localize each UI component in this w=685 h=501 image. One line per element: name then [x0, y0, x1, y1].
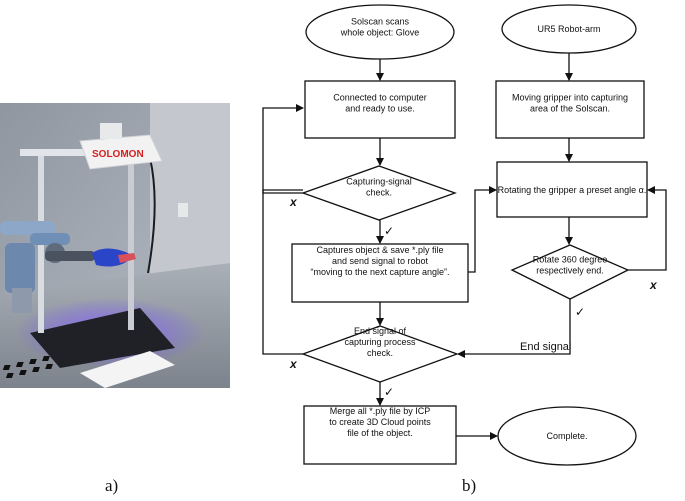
node-text-line: whole object: Glove — [340, 28, 420, 38]
node-rotating — [496, 161, 648, 218]
scanner-brand-label: SOLOMON — [92, 149, 144, 160]
wall-outlet — [178, 203, 188, 217]
label-check-rotate360: ✓ — [575, 305, 585, 319]
arrow-capture-to-rotating — [468, 186, 497, 273]
label-x-end-check: x — [289, 357, 298, 371]
frame-post-right — [128, 155, 134, 330]
node-text-line: Captures object & save *.ply file — [316, 245, 443, 255]
loop-endcheck-no — [262, 189, 303, 355]
scanner-head — [79, 134, 163, 170]
caption-a: a) — [105, 476, 119, 495]
node-text-line: Capturing-signal — [346, 177, 412, 187]
loop-rotate360-no — [628, 186, 667, 271]
node-text-line: area of the Solscan. — [530, 104, 610, 114]
node-moving — [495, 80, 645, 139]
scanner-mount — [100, 123, 122, 139]
caption-b: b) — [462, 476, 477, 495]
node-text-line: Merge all *.ply file by ICP — [330, 406, 431, 416]
node-text-line: and send signal to robot — [332, 256, 429, 266]
frame-top-beam — [20, 149, 145, 156]
node-text-line: Solscan scans — [351, 17, 410, 27]
node-text-line: Rotating the gripper a preset angle α. — [498, 185, 647, 195]
label-check-capture: ✓ — [384, 224, 394, 238]
label-x-rotate360: x — [649, 278, 658, 292]
node-text-line: Complete. — [546, 431, 587, 441]
node-complete — [497, 406, 637, 466]
node-text-line: and ready to use. — [345, 104, 415, 114]
node-merge — [303, 405, 457, 465]
node-text-line: check. — [366, 188, 392, 198]
node-capture-check — [301, 165, 457, 221]
text-complete: Complete. — [546, 431, 587, 441]
node-text-line: Connected to computer — [333, 93, 427, 103]
node-text-line: Rotate 360 degree — [533, 255, 608, 265]
node-connected — [304, 80, 456, 139]
node-text-line: End signal of — [354, 326, 407, 336]
checkerboard — [2, 351, 175, 388]
node-capture-save — [291, 243, 469, 303]
node-text-line: to create 3D Cloud points — [329, 417, 431, 427]
node-text-line: Moving gripper into capturing — [512, 93, 628, 103]
node-text-line: “moving to the next capture angle”. — [310, 267, 449, 277]
node-text-line: respectively end. — [536, 266, 604, 276]
node-text-line: file of the object. — [347, 428, 413, 438]
label-check-end: ✓ — [384, 385, 394, 399]
node-text-line: UR5 Robot-arm — [537, 24, 600, 34]
node-text-line: check. — [367, 348, 393, 358]
connectors — [262, 53, 667, 440]
glove-fingers — [118, 253, 136, 263]
label-end-signal: End signal — [520, 341, 571, 353]
arrow-rotate360-end-signal — [457, 299, 571, 358]
robot-arm — [0, 221, 95, 313]
loop-check-no — [262, 104, 304, 194]
label-x-capture-check: x — [289, 195, 298, 209]
text-rotating: Rotating the gripper a preset angle α. — [498, 185, 647, 195]
black-mat — [30, 308, 175, 368]
robot-scanner-photo: SOLOMON — [0, 103, 230, 388]
scanner-cable — [147, 157, 156, 274]
text-ur5: UR5 Robot-arm — [537, 24, 600, 34]
node-text-line: capturing process — [344, 337, 416, 347]
